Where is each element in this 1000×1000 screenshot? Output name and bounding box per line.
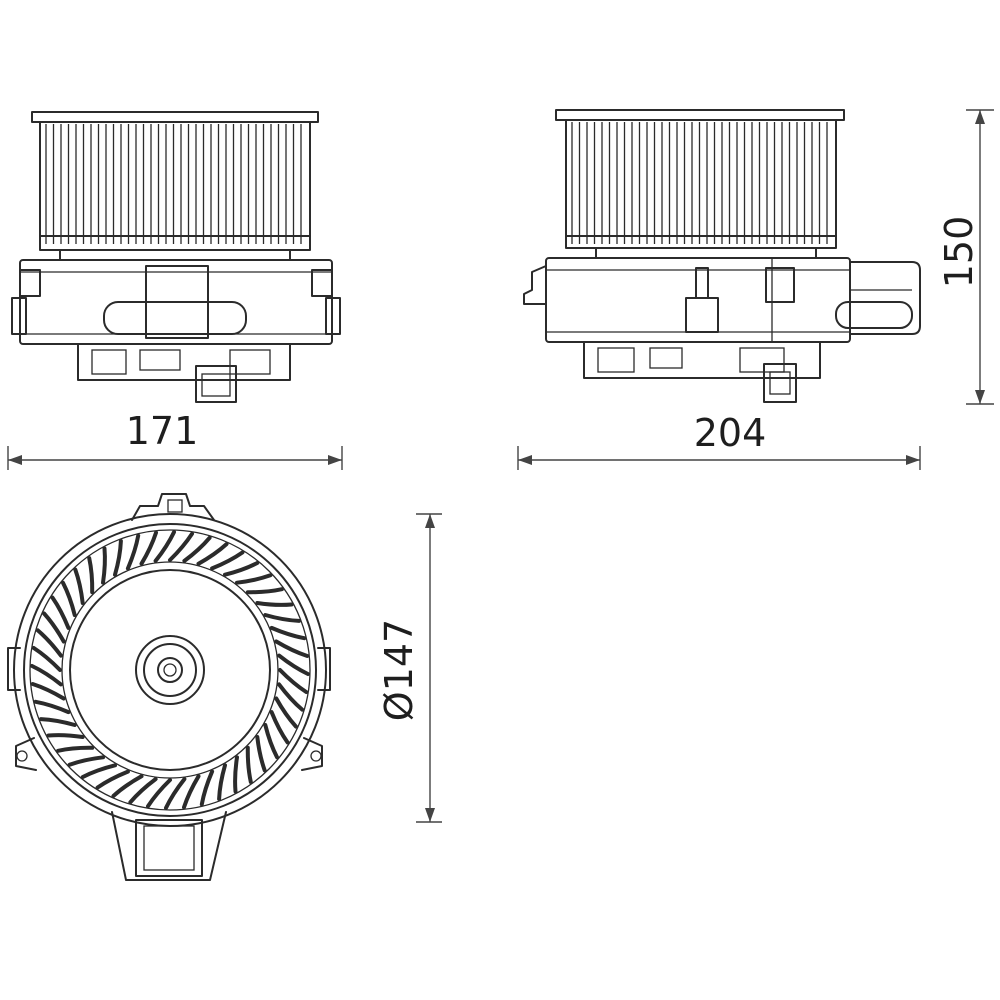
dimension-front-width: 171 (7, 409, 343, 470)
side-view-connector-assembly (583, 341, 821, 403)
side-view-fan-wheel (555, 109, 845, 249)
dimension-label-150: 150 (937, 216, 981, 289)
dimension-label-171: 171 (126, 409, 199, 453)
dimension-fan-diameter: Ø147 (377, 513, 442, 823)
dimension-height: 150 (937, 109, 994, 405)
front-view (11, 111, 341, 403)
front-view-motor-housing (11, 249, 341, 345)
front-view-fan-wheel (31, 111, 319, 251)
dimension-label-diameter-147: Ø147 (377, 619, 421, 721)
side-view (523, 109, 921, 403)
top-view (7, 493, 331, 881)
dimension-side-width: 204 (517, 411, 921, 470)
side-view-motor-housing (523, 247, 921, 343)
front-view-connector-assembly (77, 343, 291, 403)
dimension-label-204: 204 (694, 411, 767, 455)
